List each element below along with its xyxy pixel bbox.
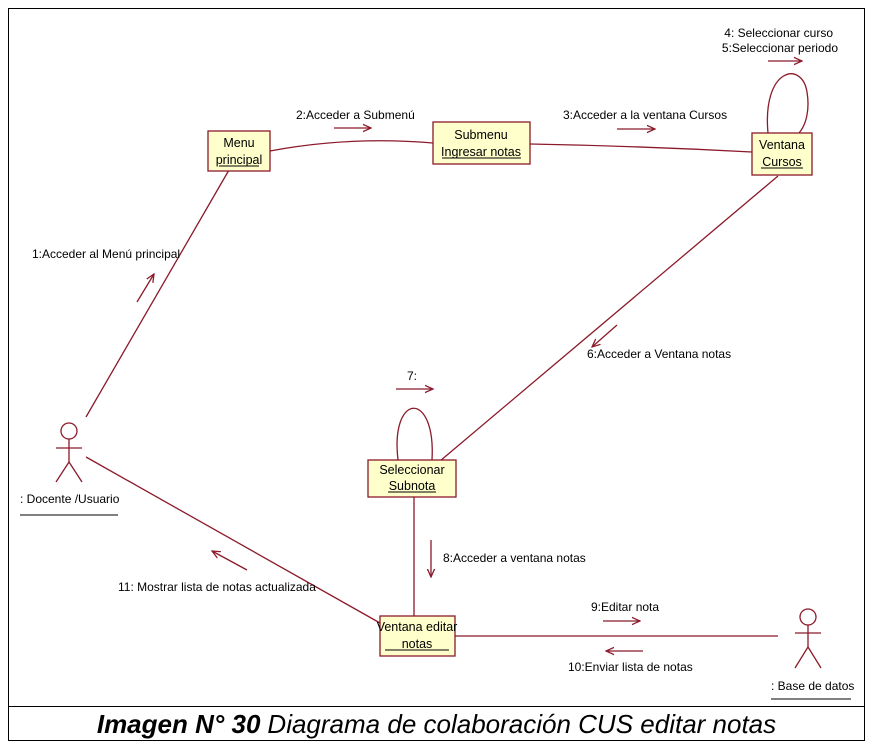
object-menu-line1: Menu bbox=[223, 136, 254, 150]
object-menu-principal: Menu principal bbox=[207, 130, 271, 172]
actor-base-de-datos-label: : Base de datos bbox=[771, 679, 854, 693]
object-menu-line2: principal bbox=[216, 153, 263, 167]
message-10-label: 10:Enviar lista de notas bbox=[568, 660, 693, 674]
object-submenu-line2: Ingresar notas bbox=[441, 145, 521, 159]
actor-docente-icon bbox=[55, 422, 83, 483]
self-link-cursos bbox=[766, 73, 809, 134]
object-subnota-line1: Seleccionar bbox=[379, 463, 444, 477]
link-actor-menu bbox=[85, 169, 230, 418]
object-editar-line2: notas bbox=[402, 637, 433, 651]
links bbox=[85, 73, 809, 637]
message-9-label: 9:Editar nota bbox=[591, 600, 659, 614]
message-1-label: 1:Acceder al Menú principal bbox=[32, 247, 180, 261]
actor-docente-label: : Docente /Usuario bbox=[20, 492, 120, 506]
caption-separator bbox=[8, 706, 865, 707]
diagram-frame bbox=[8, 8, 865, 741]
link-submenu-cursos bbox=[529, 143, 753, 153]
message-arrows bbox=[136, 61, 802, 651]
object-submenu-line1: Submenu bbox=[454, 128, 508, 142]
link-menu-submenu bbox=[269, 140, 434, 152]
actor-base-de-datos-icon bbox=[794, 608, 822, 669]
message-2-label: 2:Acceder a Submenú bbox=[296, 108, 415, 122]
object-subnota-line2: Subnota bbox=[389, 479, 436, 493]
object-cursos-line1: Ventana bbox=[759, 138, 805, 152]
figure-caption: Imagen N° 30 Diagrama de colaboración CU… bbox=[8, 707, 865, 741]
caption-number: Imagen N° 30 bbox=[96, 708, 261, 739]
object-seleccionar-subnota: Seleccionar Subnota bbox=[367, 459, 457, 498]
collaboration-diagram: Menu principal Submenu Ingresar notas Ve… bbox=[20, 26, 854, 700]
message-5-label: 5:Seleccionar periodo bbox=[722, 41, 838, 55]
message-3-label: 3:Acceder a la ventana Cursos bbox=[563, 108, 727, 122]
arrow-m6 bbox=[592, 324, 618, 347]
link-editar-actor bbox=[85, 456, 381, 624]
caption-title: Diagrama de colaboración CUS editar nota… bbox=[267, 708, 777, 739]
arrow-m1 bbox=[136, 274, 154, 303]
object-editar-line1: Ventana editar bbox=[377, 620, 458, 634]
message-6-label: 6:Acceder a Ventana notas bbox=[587, 347, 731, 361]
message-4-label: 4: Seleccionar curso bbox=[724, 26, 833, 40]
object-ventana-editar-notas: Ventana editar notas bbox=[377, 615, 458, 657]
message-11-label: 11: Mostrar lista de notas actualizada bbox=[118, 580, 316, 594]
message-8-label: 8:Acceder a ventana notas bbox=[443, 551, 586, 565]
message-7-label: 7: bbox=[407, 369, 417, 383]
arrow-m11 bbox=[212, 551, 248, 571]
self-link-subnota bbox=[396, 407, 433, 461]
object-cursos-line2: Cursos bbox=[762, 155, 802, 169]
link-cursos-subnota bbox=[439, 175, 779, 462]
object-submenu: Submenu Ingresar notas bbox=[432, 121, 531, 165]
object-ventana-cursos: Ventana Cursos bbox=[751, 132, 813, 176]
